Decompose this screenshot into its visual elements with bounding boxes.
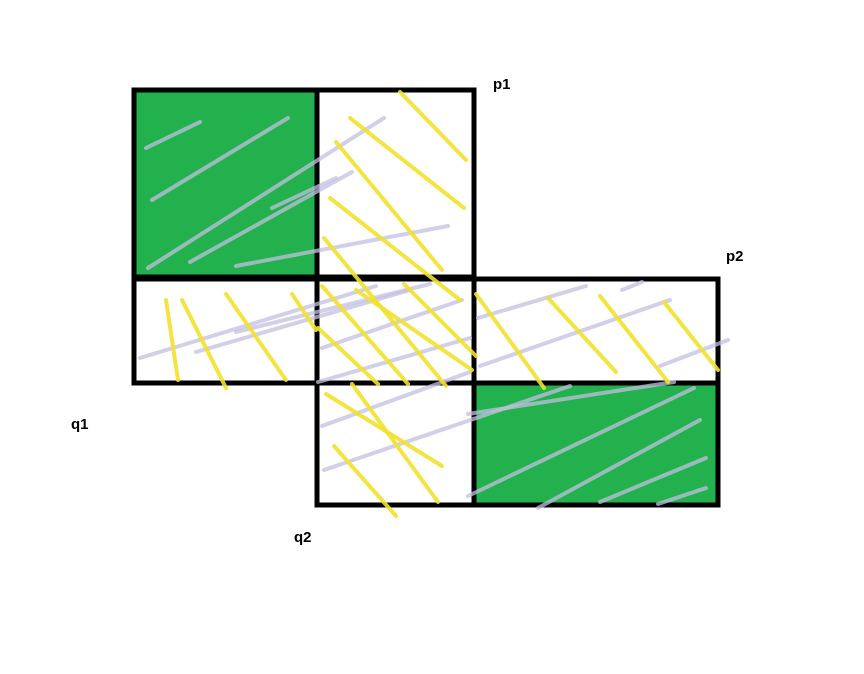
cell-bottom-right-filled xyxy=(471,380,721,508)
label-p1: p1 xyxy=(493,76,511,93)
label-q1: q1 xyxy=(71,416,89,433)
lavender-stroke xyxy=(598,456,708,504)
yellow-stroke xyxy=(328,196,462,302)
yellow-stroke xyxy=(180,298,228,390)
yellow-stroke xyxy=(474,292,546,390)
yellow-stroke xyxy=(164,298,180,382)
lavender-stroke xyxy=(320,298,464,350)
yellow-stroke xyxy=(348,116,466,210)
yellow-hatching xyxy=(164,90,720,518)
label-q2: q2 xyxy=(294,529,312,546)
lavender-stroke xyxy=(188,170,354,264)
lavender-stroke xyxy=(476,284,588,320)
lavender-stroke xyxy=(316,336,472,384)
lavender-stroke xyxy=(658,338,730,368)
yellow-stroke xyxy=(224,292,288,382)
lavender-stroke xyxy=(620,280,644,292)
yellow-stroke xyxy=(290,292,318,332)
lavender-stroke xyxy=(656,486,708,506)
yellow-stroke xyxy=(398,90,468,162)
yellow-stroke xyxy=(350,382,440,504)
lavender-stroke xyxy=(146,116,386,270)
yellow-stroke xyxy=(316,326,380,386)
yellow-stroke xyxy=(354,288,474,372)
yellow-stroke xyxy=(332,444,398,518)
lavender-stroke xyxy=(144,120,202,150)
yellow-stroke xyxy=(598,294,670,384)
yellow-stroke xyxy=(662,300,720,372)
lavender-stroke xyxy=(234,282,432,334)
lavender-stroke xyxy=(270,176,338,210)
yellow-stroke xyxy=(334,140,444,272)
lavender-stroke xyxy=(466,386,696,498)
label-p2: p2 xyxy=(726,248,744,265)
lavender-stroke xyxy=(478,298,672,368)
lavender-stroke xyxy=(536,418,702,510)
cell-mid-right xyxy=(471,276,721,386)
yellow-stroke xyxy=(320,284,410,386)
lavender-stroke xyxy=(138,284,378,360)
lavender-stroke xyxy=(322,384,572,472)
point-labels: p1 p2 q1 q2 xyxy=(71,76,744,546)
lavender-stroke xyxy=(320,370,472,428)
lavender-hatching xyxy=(138,116,730,510)
cells xyxy=(131,87,721,508)
yellow-stroke xyxy=(546,296,618,374)
lavender-stroke xyxy=(466,380,676,416)
lavender-stroke xyxy=(150,116,290,202)
yellow-stroke xyxy=(402,282,478,358)
